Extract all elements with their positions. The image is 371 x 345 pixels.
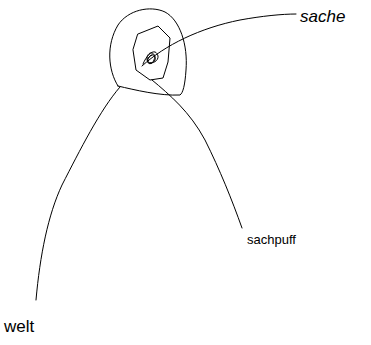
leader-line bbox=[152, 80, 242, 228]
outer-loop bbox=[110, 9, 187, 95]
label: sachpuff bbox=[247, 233, 296, 246]
leader-line bbox=[36, 87, 120, 300]
inner-loop bbox=[133, 26, 170, 80]
label: sache bbox=[300, 8, 345, 25]
label: welt bbox=[4, 318, 34, 335]
leader-line bbox=[142, 14, 296, 66]
scribble bbox=[143, 52, 158, 64]
